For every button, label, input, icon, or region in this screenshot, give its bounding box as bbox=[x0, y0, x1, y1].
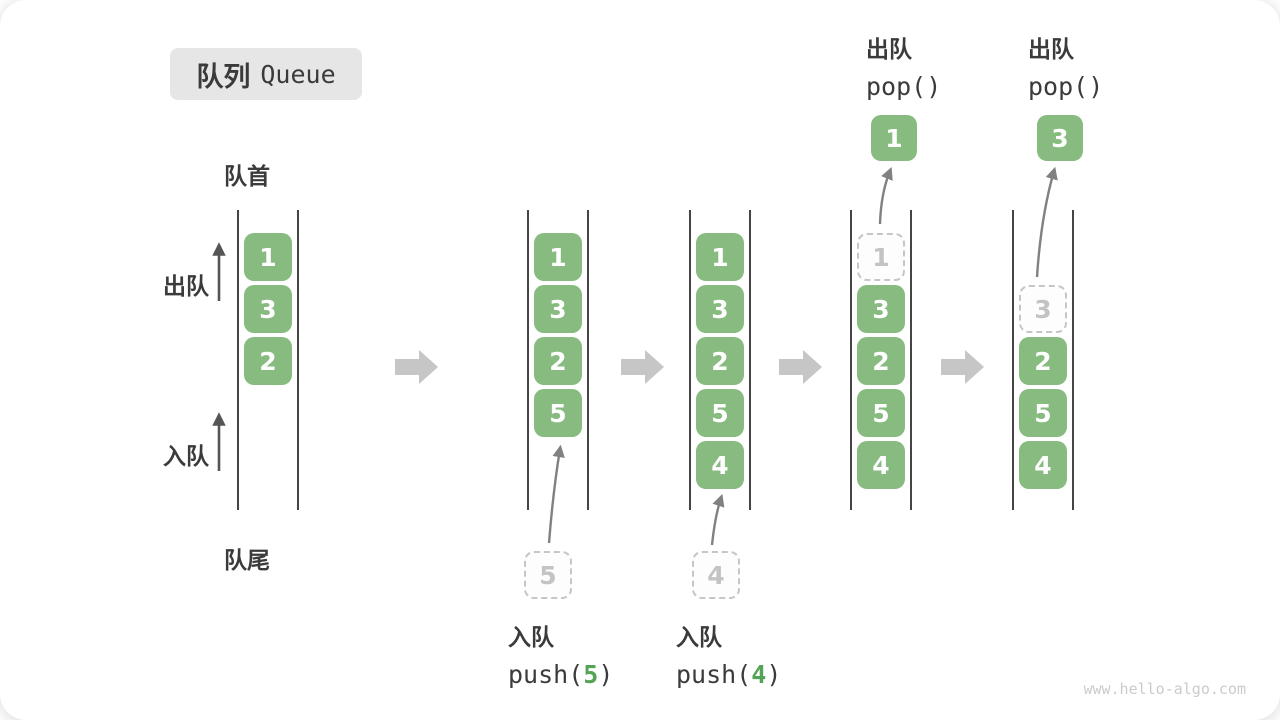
label-dequeue: 出队 bbox=[163, 273, 209, 299]
queue4-cell: 5 bbox=[857, 389, 905, 437]
queue-container-2 bbox=[527, 210, 589, 510]
caption-pop1-code: pop() bbox=[866, 72, 942, 101]
queue-container-1 bbox=[237, 210, 299, 510]
queue3-cell: 2 bbox=[696, 337, 744, 385]
title-chip: 队列 Queue bbox=[170, 48, 362, 100]
queue4-cell: 2 bbox=[857, 337, 905, 385]
push4-arg: 4 bbox=[751, 660, 767, 689]
queue1-cell: 1 bbox=[244, 233, 292, 281]
title-zh: 队列 bbox=[196, 61, 251, 92]
queue3-cell: 5 bbox=[696, 389, 744, 437]
caption-pop2: 出队 pop() bbox=[1028, 30, 1103, 101]
queue-container-5 bbox=[1012, 210, 1074, 510]
queue1-cell: 3 bbox=[244, 285, 292, 333]
title-en: Queue bbox=[260, 59, 336, 89]
queue4-cell: 4 bbox=[857, 441, 905, 489]
queue2-cell: 2 bbox=[534, 337, 582, 385]
queue2-cell: 1 bbox=[534, 233, 582, 281]
queue4-cell: 3 bbox=[857, 285, 905, 333]
queue3-incoming-value: 4 bbox=[692, 551, 740, 599]
caption-pop1: 出队 pop() bbox=[866, 30, 941, 101]
queue2-cell: 3 bbox=[534, 285, 582, 333]
queue3-cell: 3 bbox=[696, 285, 744, 333]
watermark: www.hello-algo.com bbox=[1083, 680, 1246, 698]
caption-pop2-code: pop() bbox=[1028, 72, 1104, 101]
queue3-cell: 1 bbox=[696, 233, 744, 281]
caption-push4-label: 入队 bbox=[676, 624, 722, 650]
block-arrow-3 bbox=[779, 350, 822, 384]
block-arrow-2 bbox=[621, 350, 664, 384]
push5-arg: 5 bbox=[583, 660, 599, 689]
queue4-ghost-cell: 1 bbox=[857, 233, 905, 281]
caption-pop2-label: 出队 bbox=[1028, 36, 1074, 62]
caption-push5-code: push(5) bbox=[508, 660, 614, 689]
queue4-popped-value: 1 bbox=[871, 115, 917, 161]
caption-pop1-label: 出队 bbox=[866, 36, 912, 62]
label-queue-rear: 队尾 bbox=[224, 547, 270, 573]
queue5-ghost-cell: 3 bbox=[1019, 285, 1067, 333]
queue5-cell: 5 bbox=[1019, 389, 1067, 437]
queue3-cell: 4 bbox=[696, 441, 744, 489]
queue5-cell: 4 bbox=[1019, 441, 1067, 489]
caption-push4: 入队 push(4) bbox=[676, 618, 781, 689]
caption-push5-label: 入队 bbox=[508, 624, 554, 650]
queue-container-4 bbox=[850, 210, 912, 510]
caption-push4-code: push(4) bbox=[676, 660, 782, 689]
queue2-cell: 5 bbox=[534, 389, 582, 437]
queue5-popped-value: 3 bbox=[1037, 115, 1083, 161]
label-queue-front: 队首 bbox=[224, 163, 270, 189]
block-arrow-1 bbox=[395, 350, 438, 384]
label-enqueue: 入队 bbox=[163, 443, 209, 469]
caption-push5: 入队 push(5) bbox=[508, 618, 613, 689]
queue5-cell: 2 bbox=[1019, 337, 1067, 385]
queue2-incoming-value: 5 bbox=[524, 551, 572, 599]
queue-container-3 bbox=[689, 210, 751, 510]
queue1-cell: 2 bbox=[244, 337, 292, 385]
block-arrow-4 bbox=[941, 350, 984, 384]
